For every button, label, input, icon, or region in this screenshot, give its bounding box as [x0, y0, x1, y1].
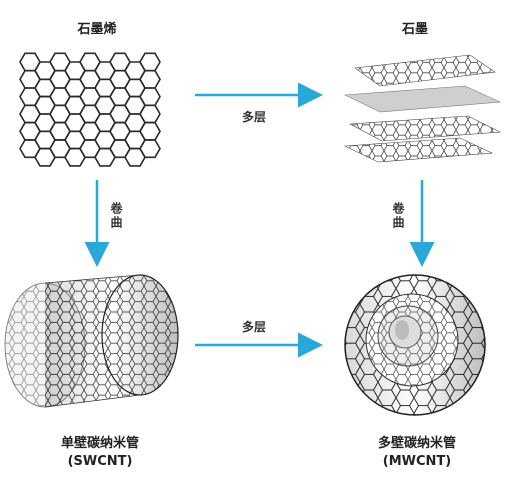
graphene-hexagon [139, 69, 161, 89]
mwcnt-name-label: 多壁碳纳米管 [377, 436, 456, 451]
graphene-hexagon [139, 104, 161, 124]
graphene-hexagon [139, 52, 161, 72]
swcnt-abbr-label: (SWCNT) [67, 454, 133, 469]
graphite-layer-2 [343, 85, 502, 113]
left-arrow-label: 卷曲 [109, 202, 123, 230]
graphite-label: 石墨 [401, 22, 428, 37]
graphite-stack [343, 54, 502, 163]
graphene-label: 石墨烯 [77, 22, 117, 37]
graphene-hexagon [139, 121, 161, 141]
graphite-layer-4 [343, 137, 494, 163]
graphite-layer-1 [354, 54, 496, 87]
swcnt-tube [4, 274, 179, 408]
graphene-hexagon [139, 87, 161, 107]
graphene-sheet [19, 52, 161, 167]
mwcnt-tube [344, 274, 486, 416]
mwcnt-abbr-label: (MWCNT) [382, 454, 452, 469]
graphite-layer-3 [348, 115, 502, 142]
bottom-arrow-label: 多层 [242, 320, 267, 334]
top-arrow-label: 多层 [242, 110, 267, 124]
right-arrow-label: 卷曲 [391, 202, 405, 230]
graphene-hexagon [139, 139, 161, 159]
swcnt-name-label: 单壁碳纳米管 [60, 436, 139, 451]
